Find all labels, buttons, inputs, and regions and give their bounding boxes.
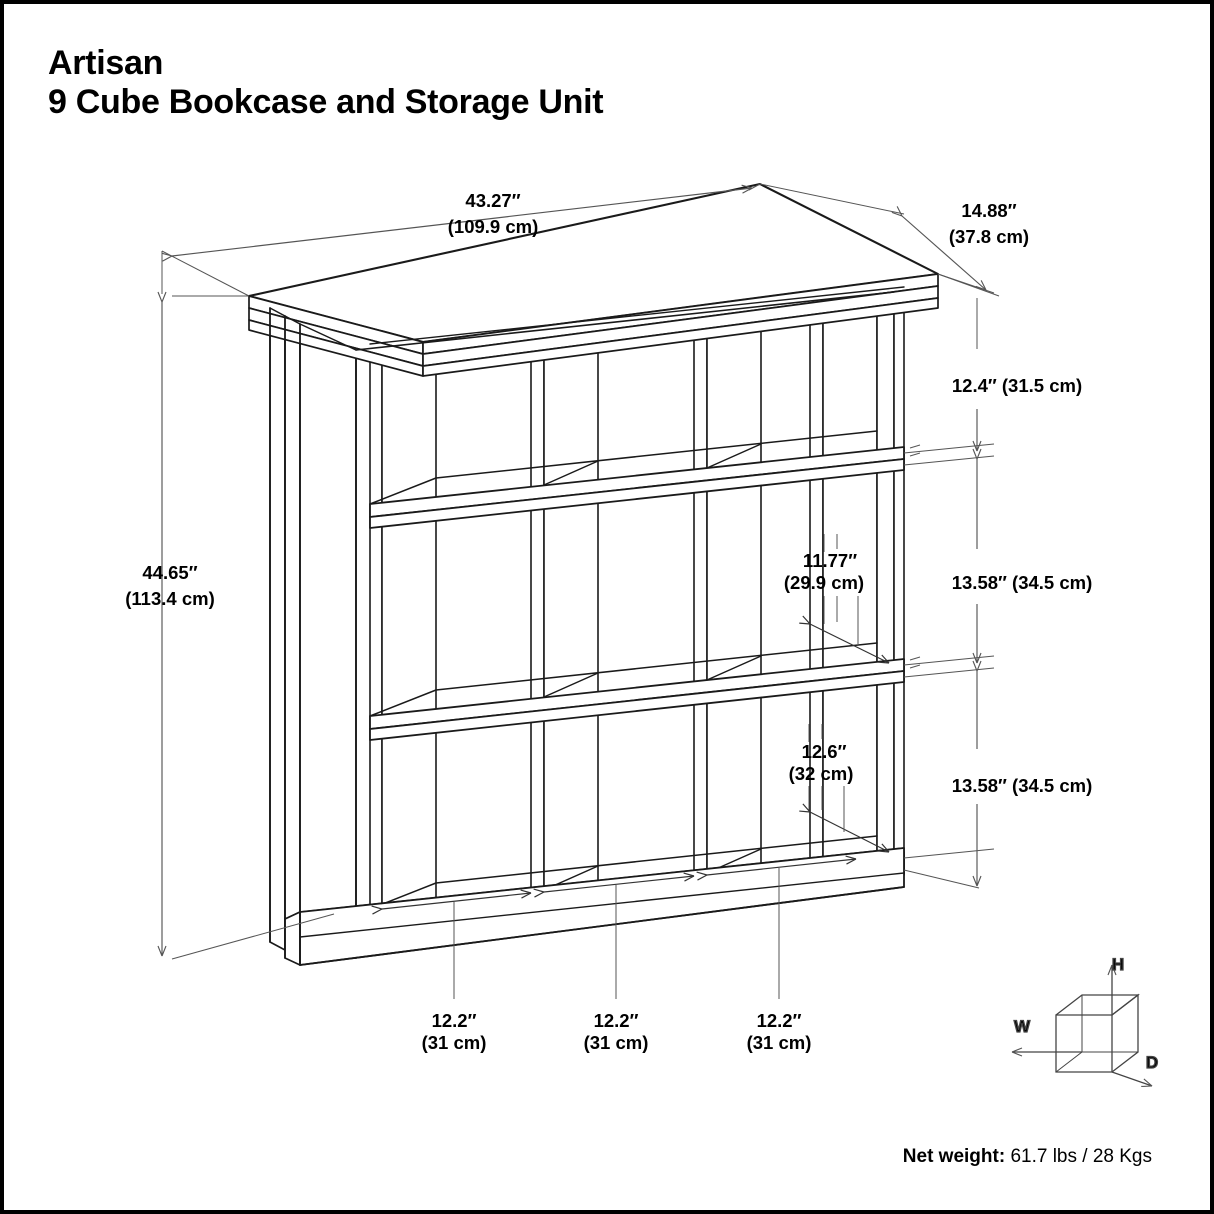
label-cube-depth-cm: (32 cm) — [789, 763, 854, 784]
dim-row-heights — [903, 273, 1000, 889]
front-stiles — [269, 307, 301, 966]
label-cube-width-2-inches: 12.2″ — [594, 1010, 639, 1031]
dimension-labels: 43.27″ (109.9 cm) 14.88″ (37.8 cm) 44.65… — [125, 190, 1092, 1053]
brand-title: Artisan — [48, 44, 164, 82]
product-title: 9 Cube Bookcase and Storage Unit — [48, 83, 604, 122]
label-height-inches: 44.65″ — [142, 562, 197, 583]
dim-cube-interior-depth — [799, 724, 890, 853]
label-width-inches: 43.27″ — [465, 190, 520, 211]
top-board-assembly — [247, 182, 940, 377]
left-side-panel — [269, 307, 357, 959]
dimension-annotations — [157, 183, 1000, 999]
label-cube-depth-inches: 12.6″ — [802, 741, 847, 762]
label-row-bottom: 13.58″ (34.5 cm) — [952, 775, 1093, 796]
net-weight-block: Net weight: 61.7 lbs / 28 Kgs — [903, 1146, 1152, 1168]
label-cube-width-3-inches: 12.2″ — [757, 1010, 802, 1031]
dim-overall-height — [157, 251, 335, 960]
title-block: Artisan 9 Cube Bookcase and Storage Unit — [48, 44, 604, 123]
label-cube-height-cm: (29.9 cm) — [784, 572, 864, 593]
dim-overall-width — [161, 183, 761, 297]
axis-legend-cube: H W D — [1011, 954, 1159, 1088]
divider-left — [369, 323, 437, 939]
divider-3 — [693, 292, 762, 904]
dim-cube-widths — [371, 855, 857, 999]
label-height-cm: (113.4 cm) — [125, 588, 214, 609]
label-cube-width-1-cm: (31 cm) — [422, 1032, 487, 1053]
label-cube-height-inches: 11.77″ — [803, 550, 857, 571]
axis-label-width: W — [1014, 1017, 1031, 1036]
label-depth-inches: 14.88″ — [961, 200, 1016, 221]
label-cube-width-1-inches: 12.2″ — [432, 1010, 477, 1031]
bookcase-isometric-drawing: 43.27″ (109.9 cm) 14.88″ (37.8 cm) 44.65… — [125, 182, 1159, 1088]
label-cube-width-3-cm: (31 cm) — [747, 1032, 812, 1053]
net-weight-value: 61.7 lbs / 28 Kgs — [1010, 1146, 1152, 1167]
label-depth-cm: (37.8 cm) — [949, 226, 1029, 247]
right-side-panel — [876, 279, 905, 875]
axis-label-height: H — [1112, 955, 1124, 974]
label-cube-width-2-cm: (31 cm) — [584, 1032, 649, 1053]
divider-2 — [530, 309, 599, 921]
axis-label-depth: D — [1146, 1053, 1158, 1072]
label-width-cm: (109.9 cm) — [448, 216, 539, 237]
net-weight-label: Net weight: — [902, 1146, 1006, 1167]
shelf-upper — [369, 430, 905, 529]
label-row-top: 12.4″ (31.5 cm) — [952, 375, 1082, 396]
label-row-middle: 13.58″ (34.5 cm) — [952, 572, 1093, 593]
dim-cube-interior-height — [799, 534, 890, 664]
